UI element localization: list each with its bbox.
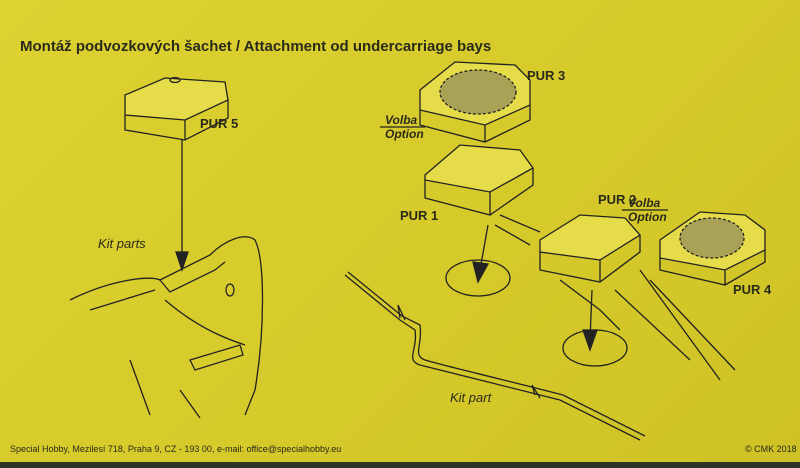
pur4-part-drawing: [659, 211, 766, 286]
page-title: Montáž podvozkových šachet / Attachment …: [20, 38, 492, 55]
pur2-part-drawing: [539, 214, 641, 283]
footer-copyright: © CMK 2018: [745, 444, 797, 454]
option-right: Volba Option: [628, 196, 667, 224]
label-pur3: PUR 3: [527, 68, 566, 83]
option-left-cz: Volba: [385, 113, 418, 127]
option-left-en: Option: [385, 127, 424, 141]
label-pur4: PUR 4: [733, 282, 772, 297]
pur3-part-drawing: [419, 61, 531, 143]
background-strip: [0, 462, 800, 468]
option-right-en: Option: [628, 210, 667, 224]
label-pur1: PUR 1: [400, 208, 439, 223]
kit-parts-drawing: [69, 236, 264, 419]
kit-part-drawing: [344, 126, 736, 441]
pur5-part-drawing: [124, 76, 229, 141]
option-right-cz: Volba: [628, 196, 661, 210]
kit-parts-label: Kit parts: [98, 236, 146, 251]
label-pur5: PUR 5: [200, 116, 239, 131]
footer-address: Special Hobby, Mezilesí 718, Praha 9, CZ…: [10, 444, 342, 454]
hole-pur1: [445, 259, 511, 297]
label-pur2: PUR 2: [598, 192, 637, 207]
option-left: Volba Option: [385, 113, 424, 141]
pur1-part-drawing: [424, 144, 534, 216]
kit-part-label: Kit part: [450, 390, 492, 405]
